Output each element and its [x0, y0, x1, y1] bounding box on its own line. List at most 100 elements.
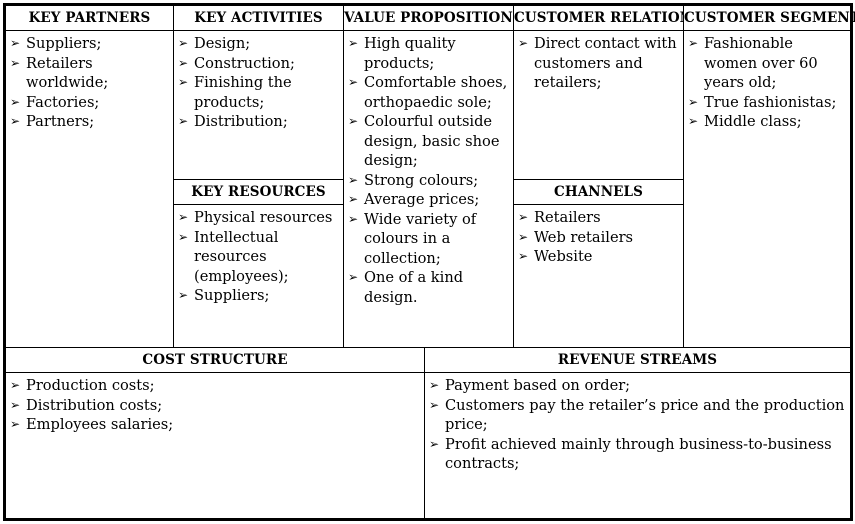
arrow-bullet-icon: ➢ [178, 114, 189, 128]
list-item: ➢ True fashionistas; [688, 93, 846, 113]
list-item-text: Colourful outside design, basic shoe des… [364, 113, 500, 169]
list-item-text: Intellectual resources (employees); [194, 228, 289, 285]
arrow-bullet-icon: ➢ [10, 378, 21, 392]
list-item: ➢Customers pay the retailer’s price and … [429, 396, 846, 435]
value-proposition-header: VALUE PROPOSITION [344, 6, 513, 31]
customer-relations-list: ➢ Direct contact with customers and retai… [514, 31, 683, 93]
list-item: ➢ Comfortable shoes, orthopaedic sole; [348, 73, 509, 112]
list-item-text: Factories; [26, 93, 100, 111]
arrow-bullet-icon: ➢ [348, 172, 359, 187]
list-item: ➢ Design; [178, 34, 339, 54]
revenue-streams-header: REVENUE STREAMS [425, 348, 850, 373]
list-item-text: Physical resources [194, 209, 333, 226]
list-item-text: Direct contact with customers and retail… [534, 35, 677, 91]
list-item-text: Partners; [26, 113, 95, 130]
key-activities-cell: KEY ACTIVITIES ➢ Design; ➢ Construction; ➢ Fi… [173, 5, 344, 348]
list-item: ➢ Physical resources [178, 208, 339, 228]
list-item-text: True fashionistas; [704, 93, 837, 111]
list-item-text: Distribution; [194, 113, 288, 130]
list-item: ➢ Fashionable women over 60 years old; [688, 34, 846, 93]
list-item-text: Retailers worldwide; [26, 54, 109, 92]
list-item-text: Average prices; [364, 191, 480, 208]
list-item-text: Payment based on order; [445, 377, 631, 394]
arrow-bullet-icon: ➢ [518, 229, 529, 244]
list-item: ➢ Retailers worldwide; [10, 54, 169, 93]
arrow-bullet-icon: ➢ [178, 288, 189, 302]
list-item: ➢Middle class; [688, 112, 846, 132]
channels-header: CHANNELS [514, 180, 683, 205]
key-partners-header: KEY PARTNERS [6, 6, 173, 31]
arrow-bullet-icon: ➢ [178, 55, 189, 70]
key-activities-header: KEY ACTIVITIES [174, 6, 343, 31]
arrow-bullet-icon: ➢ [688, 94, 699, 109]
list-item-text: High quality products; [364, 35, 456, 72]
list-item: ➢ Website [518, 247, 679, 267]
arrow-bullet-icon: ➢ [688, 36, 699, 50]
list-item-text: Comfortable shoes, orthopaedic sole; [364, 74, 508, 111]
arrow-bullet-icon: ➢ [518, 210, 529, 224]
cost-structure-header: COST STRUCTURE [6, 348, 424, 373]
arrow-bullet-icon: ➢ [10, 55, 21, 70]
list-item: ➢Suppliers; [10, 34, 169, 54]
arrow-bullet-icon: ➢ [429, 378, 440, 392]
list-item-text: Employees salaries; [26, 416, 174, 433]
arrow-bullet-icon: ➢ [10, 397, 21, 412]
arrow-bullet-icon: ➢ [348, 192, 359, 206]
business-model-canvas [3, 3, 853, 521]
list-item: ➢ High quality products; [348, 34, 509, 73]
channels-section: CHANNELS ➢Retailers➢ Web retailers➢ Webs… [514, 179, 683, 347]
value-proposition-list: ➢ High quality products; ➢ Comfortable shoe… [344, 31, 513, 307]
key-partners-cell: KEY PARTNERS ➢Suppliers;➢Retailers world… [5, 5, 174, 348]
list-item-text: Design; [194, 35, 251, 52]
arrow-bullet-icon: ➢ [348, 114, 359, 128]
list-item: ➢ Profit achieved mainly through business… [429, 435, 846, 474]
arrow-bullet-icon: ➢ [518, 249, 529, 263]
arrow-bullet-icon: ➢ [178, 36, 189, 50]
customer-segment-list: ➢ Fashionable women over 60 years old; ➢ Tr… [684, 31, 850, 132]
customer-segment-header: CUSTOMER SEGMENT [684, 6, 855, 31]
list-item: ➢ Suppliers; [178, 286, 339, 306]
key-resources-list: ➢ Physical resources ➢ Intellectual resourc… [174, 205, 343, 306]
arrow-bullet-icon: ➢ [178, 229, 189, 244]
arrow-bullet-icon: ➢ [348, 36, 359, 50]
list-item: ➢Production costs; [10, 376, 420, 396]
list-item-text: Fashionable women over 60 years old; [704, 35, 818, 91]
list-item-text: Finishing the products; [194, 74, 292, 111]
cost-structure-list: ➢Production costs;➢Distribution costs;➢E… [6, 373, 424, 435]
key-partners-list: ➢Suppliers;➢Retailers worldwide;➢Factori… [6, 31, 173, 132]
list-item: ➢ Direct contact with customers and retai… [518, 34, 679, 93]
list-item: ➢ Employees salaries; [10, 415, 420, 435]
list-item: ➢ Web retailers [518, 228, 679, 248]
list-item-text: Website [534, 248, 593, 265]
arrow-bullet-icon: ➢ [348, 211, 359, 226]
list-item: ➢ Wide variety of colours in a collection… [348, 210, 509, 269]
arrow-bullet-icon: ➢ [429, 436, 440, 451]
list-item: ➢ Partners; [10, 112, 169, 132]
customer-segment-cell: CUSTOMER SEGMENT ➢ Fashionable women over… [683, 5, 855, 348]
arrow-bullet-icon: ➢ [178, 210, 189, 224]
list-item: ➢ Intellectual resources (employees); [178, 228, 339, 287]
key-resources-section: KEY RESOURCES ➢Physical resources➢Intell… [174, 179, 343, 347]
list-item: ➢Factories; [10, 93, 169, 113]
list-item-text: Wide variety of colours in a collection; [364, 210, 477, 267]
list-item: ➢ Distribution; [178, 112, 339, 132]
list-item: ➢Distribution costs; [10, 396, 420, 416]
channels-list: ➢Retailers➢ Web retailers➢ Website [514, 205, 683, 267]
customer-relations-cell: CUSTOMER RELATIONS ➢Direct contact with … [513, 5, 702, 348]
list-item-text: Profit achieved mainly through business-… [445, 435, 832, 473]
arrow-bullet-icon: ➢ [10, 417, 21, 431]
arrow-bullet-icon: ➢ [10, 36, 21, 50]
arrow-bullet-icon: ➢ [178, 75, 189, 89]
arrow-bullet-icon: ➢ [518, 36, 529, 50]
arrow-bullet-icon: ➢ [429, 397, 440, 412]
list-item-text: Retailers [534, 209, 601, 226]
arrow-bullet-icon: ➢ [348, 75, 359, 89]
list-item-text: Web retailers [534, 228, 634, 246]
list-item: ➢ Retailers [518, 208, 679, 228]
list-item: ➢ Colourful outside design, basic shoe de… [348, 112, 509, 171]
list-item: ➢Strong colours; [348, 171, 509, 191]
list-item-text: Suppliers; [194, 287, 270, 304]
list-item-text: Construction; [194, 54, 295, 72]
cost-structure-cell: COST STRUCTURE ➢Production costs;➢Distri… [5, 347, 425, 519]
arrow-bullet-icon: ➢ [10, 114, 21, 128]
